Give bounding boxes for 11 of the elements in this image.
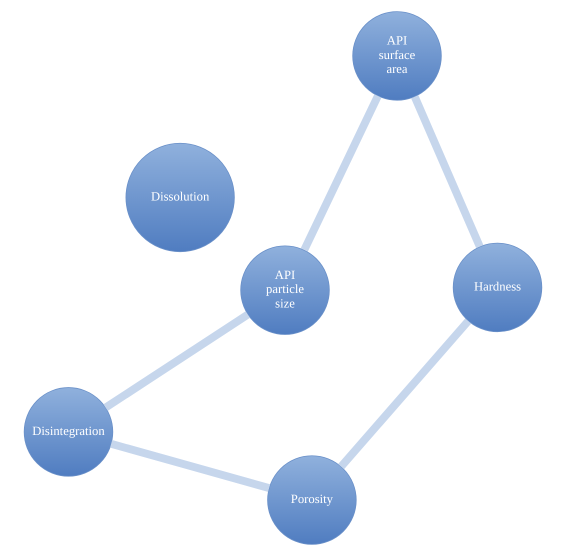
node-circle: Disintegration [24, 387, 114, 477]
connector [110, 440, 270, 492]
node-circle: Hardness [452, 242, 542, 332]
node-circle: Porosity [267, 455, 357, 545]
node-circle: API particle size [240, 245, 330, 335]
connector [338, 318, 472, 470]
node-circle: Dissolution [126, 142, 235, 252]
connector [103, 311, 250, 411]
connector [411, 95, 484, 248]
connector [300, 94, 382, 252]
node-circle: API surface area [352, 11, 442, 101]
